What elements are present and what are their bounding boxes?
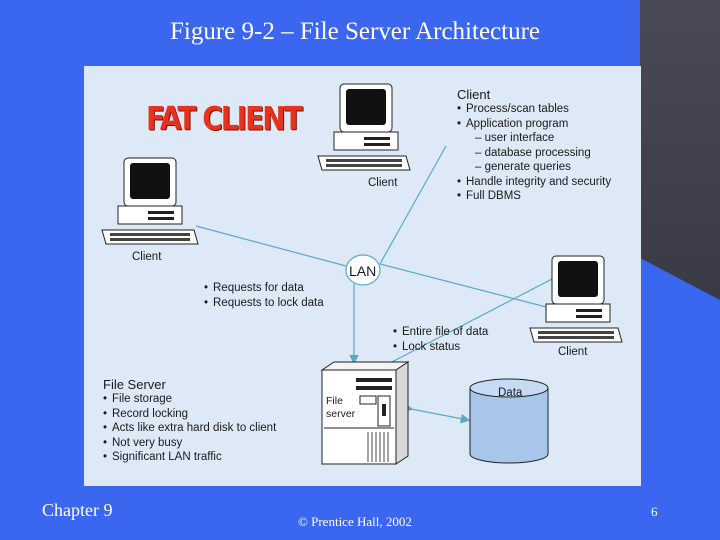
- client-label-top: Client: [368, 177, 398, 189]
- client-item: Handle integrity and security: [457, 175, 611, 190]
- file-server-label-line1: File: [326, 395, 343, 407]
- request-item: Requests for data: [204, 281, 324, 296]
- client-description: Client Process/scan tables Application p…: [457, 87, 611, 204]
- file-server-item: Record locking: [103, 407, 276, 422]
- client-computer-right: [529, 255, 623, 343]
- client-item: Process/scan tables: [457, 102, 611, 117]
- client-description-list: Process/scan tables Application program …: [457, 102, 611, 204]
- diagram-panel: FAT CLIENT LAN Client Client Client Clie…: [84, 66, 641, 486]
- file-server-tower: [320, 361, 410, 465]
- client-subitem: – generate queries: [475, 161, 571, 173]
- request-list: Requests for data Requests to lock data: [204, 281, 324, 310]
- data-cylinder: [469, 378, 549, 464]
- diagram-graphics: [101, 83, 623, 465]
- file-server-item: Not very busy: [103, 436, 276, 451]
- lan-node: [345, 254, 381, 286]
- data-label: Data: [498, 387, 523, 399]
- request-item: Requests to lock data: [204, 296, 324, 311]
- response-list: Entire file of data Lock status: [393, 325, 488, 354]
- slide-title: Figure 9-2 – File Server Architecture: [169, 18, 541, 45]
- fat-client-label: FAT CLIENT: [146, 99, 303, 138]
- footer-chapter: Chapter 9: [42, 500, 113, 520]
- footer-copyright: © Prentice Hall, 2002: [298, 514, 412, 529]
- response-item: Entire file of data: [393, 325, 488, 340]
- client-item: Full DBMS: [457, 189, 611, 204]
- file-server-list: File storage Record locking Acts like ex…: [103, 392, 276, 465]
- client-computer-top: [317, 83, 411, 171]
- file-server-label: File server: [326, 395, 355, 421]
- client-subitem: – database processing: [475, 146, 591, 159]
- client-computer-left: [101, 157, 199, 245]
- client-item: Application program: [457, 117, 611, 132]
- response-item: Lock status: [393, 340, 488, 355]
- client-description-heading: Client: [457, 87, 491, 102]
- file-server-heading: File Server: [103, 377, 166, 392]
- file-server-description: File Server File storage Record locking …: [103, 377, 276, 465]
- page-number: 6: [651, 504, 658, 519]
- file-server-item: Significant LAN traffic: [103, 450, 276, 465]
- lan-label: LAN: [349, 263, 377, 279]
- file-server-item: Acts like extra hard disk to client: [103, 421, 276, 436]
- client-subitem: – user interface: [475, 132, 555, 144]
- client-label-right: Client: [558, 346, 588, 358]
- client-label-left: Client: [132, 251, 162, 263]
- file-server-label-line2: server: [326, 408, 356, 420]
- file-server-item: File storage: [103, 392, 276, 407]
